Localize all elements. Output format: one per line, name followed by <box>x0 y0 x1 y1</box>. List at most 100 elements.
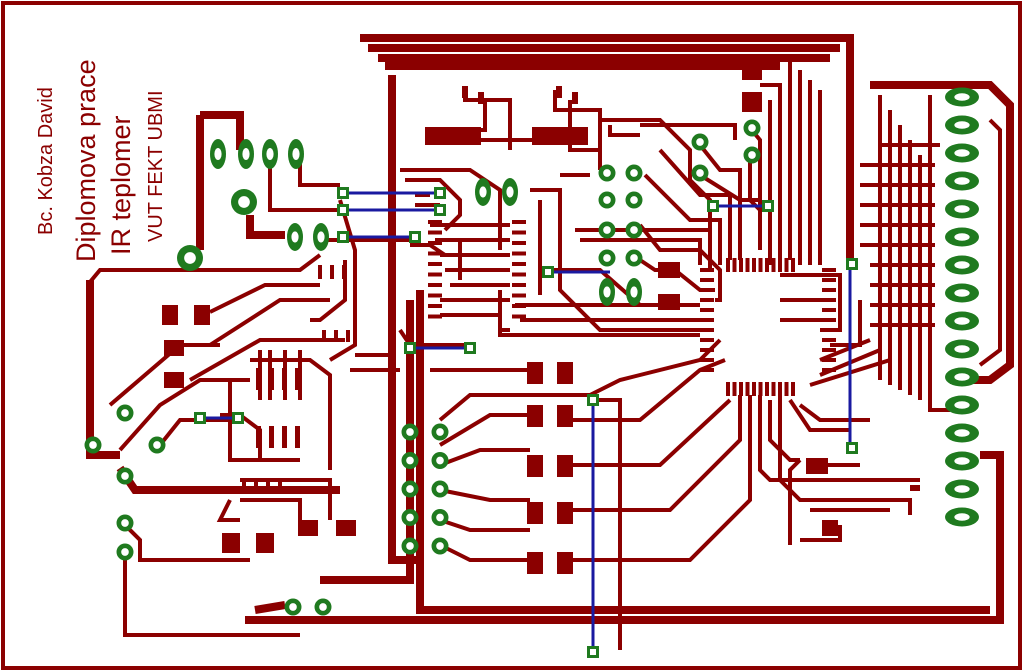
mcu-bottom-pin <box>745 382 750 396</box>
via-pad-hole <box>319 603 327 611</box>
mcu-top-pin <box>784 258 789 272</box>
header-pin-hole <box>603 286 611 298</box>
header-pin-hole <box>317 231 325 243</box>
sot-c-pin <box>278 482 282 492</box>
mcu-left-pin <box>700 348 714 352</box>
cap-b-pin <box>478 92 484 104</box>
mcu-left-pin <box>700 328 714 332</box>
led-pad-hole <box>436 542 444 550</box>
pad-r8 <box>336 520 356 536</box>
mcu-left-pin <box>700 298 714 302</box>
soic-b-top-pin <box>295 368 300 390</box>
led-pad-hole <box>436 456 444 465</box>
header-pin-hole <box>291 231 299 243</box>
pad-led-2b <box>557 405 573 427</box>
jumper-via-hole <box>412 234 418 240</box>
sot-b-pin <box>322 330 326 342</box>
via-pad-hole <box>748 151 756 159</box>
mcu-right-pin <box>822 278 836 282</box>
mcu-top-pin <box>778 258 782 272</box>
pad-r6 <box>256 533 274 553</box>
sot-c-pin <box>266 482 270 492</box>
soic-b-top-pin <box>282 368 287 390</box>
soic-a-right-pin <box>512 241 526 245</box>
mcu-bottom-pin <box>739 382 743 396</box>
mcu-bottom-pin <box>752 382 756 396</box>
led-pad-hole <box>406 456 414 465</box>
connector-pin-hole <box>954 401 970 409</box>
soic-a-left-pin <box>428 283 442 287</box>
pad-reg-2 <box>742 92 762 112</box>
jumper-via-hole <box>467 345 473 351</box>
mcu-top-pin <box>791 258 795 272</box>
via-pad-hole <box>603 226 611 234</box>
header-pin-hole <box>242 148 250 160</box>
pad-led-1a <box>527 362 543 384</box>
mcu-top-pin <box>771 258 776 272</box>
mcu-right-pin <box>822 358 836 362</box>
led-pad-hole <box>436 428 444 436</box>
via-pad-hole <box>121 548 129 556</box>
signal-traces <box>88 60 1002 650</box>
mcu-right-pin <box>822 328 836 332</box>
pad-r9 <box>658 262 680 278</box>
soic-a-right-pin <box>512 230 526 235</box>
connector-pin-hole <box>954 93 970 101</box>
soic-a-right-pin <box>512 251 526 256</box>
sot-b-pin <box>346 330 350 342</box>
sot-c-pin <box>254 482 258 492</box>
mcu-left-pin <box>700 288 714 292</box>
through-hole-pads <box>84 87 979 658</box>
school-label: VUT FEKT UBMI <box>145 90 167 242</box>
pad-r3 <box>164 340 184 356</box>
mcu-bottom-pin <box>771 382 776 396</box>
connector-pin-hole <box>954 513 970 521</box>
cap-e-pin <box>910 485 920 491</box>
jumper-via-hole <box>437 207 443 213</box>
soic-a-right-pin <box>512 314 526 319</box>
via-pad-hole <box>630 226 638 234</box>
via-pad-hole <box>630 196 638 204</box>
connector-pin-hole <box>954 233 970 241</box>
mcu-right-pin <box>822 298 836 302</box>
jumper-via-hole <box>765 203 771 209</box>
jumper-via-hole <box>340 234 346 240</box>
jumper-via-hole <box>437 190 443 196</box>
soic-a-left-pin <box>428 220 442 224</box>
sot-a-pin <box>318 265 322 279</box>
connector-pin-hole <box>954 149 970 157</box>
soic-a-left-pin <box>428 272 442 277</box>
pad-led-5b <box>557 552 573 574</box>
connector-pin-hole <box>954 485 970 493</box>
led-pad-hole <box>406 428 414 436</box>
via-pad-hole <box>630 169 638 177</box>
mcu-right-pin <box>822 288 836 292</box>
jumper-via-hole <box>545 269 551 275</box>
pad-r11 <box>806 458 828 474</box>
soic-b-top-pin <box>269 368 274 390</box>
jumper-via-hole <box>710 203 716 209</box>
pad-led-2a <box>527 405 543 427</box>
pad-led-1b <box>557 362 573 384</box>
mcu-bottom-pin <box>765 382 769 396</box>
mcu-right-pin <box>822 338 836 342</box>
mcu-left-pin <box>700 278 714 282</box>
via-pad-hole <box>630 254 638 262</box>
soic-a-left-pin <box>428 293 442 298</box>
via-pad-hole <box>121 409 129 417</box>
mcu-bottom-pin <box>758 382 763 396</box>
pad-r7 <box>298 520 318 536</box>
jumper-via-hole <box>849 261 855 267</box>
via-pad-hole <box>289 603 297 611</box>
pad-cap-2 <box>532 127 588 145</box>
sot-a-pin <box>330 265 334 279</box>
via-pad-hole <box>603 169 611 177</box>
connector-pin-hole <box>954 121 970 129</box>
mcu-right-pin <box>822 368 836 372</box>
mcu-right-pin <box>822 318 836 322</box>
jumper-via-hole <box>197 415 203 421</box>
mcu-right-pin <box>822 268 836 272</box>
jumper-via-hole <box>340 190 346 196</box>
soic-a-right-pin <box>512 262 526 266</box>
pad-r2 <box>194 305 210 325</box>
